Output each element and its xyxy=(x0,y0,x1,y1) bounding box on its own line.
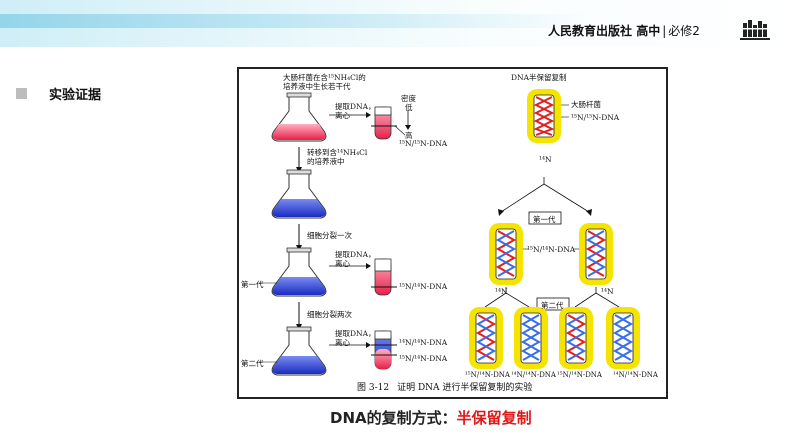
flask-gen2 xyxy=(271,326,327,376)
band-gen1-label: ¹⁵N/¹⁴N-DNA xyxy=(399,282,448,291)
extract-label-1b: 离心 xyxy=(335,111,350,120)
gen2-dna-1 xyxy=(469,307,503,369)
transfer-label-1: 转移到含¹⁴NH₄Cl xyxy=(307,148,368,157)
gen1-dna-right xyxy=(579,223,613,285)
bookshelf-logo-icon xyxy=(740,20,770,40)
banner-stripe xyxy=(0,14,590,28)
gen2-dna-3 xyxy=(559,307,593,369)
extract-label-3b: 离心 xyxy=(335,338,350,347)
figure-caption: 图 3-12 证明 DNA 进行半保留复制的实验 xyxy=(357,380,532,393)
band-gen2-a-label: ¹⁴N/¹⁴N-DNA xyxy=(399,338,448,347)
square-bullet-icon xyxy=(16,88,27,99)
figure-drawing xyxy=(259,89,640,376)
extract-label-3a: 提取DNA， xyxy=(335,329,376,338)
gen1-box-label: 第一代 xyxy=(533,215,556,224)
parent-dna xyxy=(527,89,561,143)
extract-label-1a: 提取DNA， xyxy=(335,102,376,111)
start-label-2: 培养液中生长若干代 xyxy=(283,82,351,91)
density-label: 密度 xyxy=(401,94,416,103)
publisher-separator: | xyxy=(662,24,667,38)
gen1-dna-label: ¹⁵N/¹⁴N-DNA xyxy=(527,245,576,254)
n14-right-label: ¹⁴N xyxy=(601,287,614,296)
density-high: 高 xyxy=(405,131,413,140)
experiment-figure: 大肠杆菌在含¹⁵NH₄Cl的 培养液中生长若干代 提取DNA， 离心 密度 低 … xyxy=(237,67,668,399)
header-banner: 人民教育出版社 高中|必修2 xyxy=(0,0,794,47)
tube-1 xyxy=(371,106,397,140)
gen2-dna-label-4: ¹⁴N/¹⁴N-DNA xyxy=(613,371,658,379)
tube-2 xyxy=(371,258,397,296)
conclusion-label: DNA的复制方式： xyxy=(330,409,457,427)
publisher-level: 高中 xyxy=(636,24,661,38)
publisher-name: 人民教育出版社 xyxy=(548,24,633,38)
publisher-text: 人民教育出版社 高中|必修2 xyxy=(548,22,700,39)
flask-15n xyxy=(271,92,327,142)
figure-caption-text: 证明 DNA 进行半保留复制的实验 xyxy=(397,383,533,393)
section-title: 实验证据 xyxy=(49,88,102,103)
parent-dna-label: ¹⁵N/¹⁵N-DNA xyxy=(571,113,620,122)
gen1-dna-left xyxy=(489,223,523,285)
n14-top-label: ¹⁴N xyxy=(539,155,552,164)
gen2-label: 第二代 xyxy=(241,359,264,368)
transfer-label-2: 的培养液中 xyxy=(307,157,345,166)
section-heading: 实验证据 xyxy=(16,84,101,103)
right-title: DNA半保留复制 xyxy=(511,73,567,82)
start-label-1: 大肠杆菌在含¹⁵NH₄Cl的 xyxy=(283,73,366,82)
conclusion-line: DNA的复制方式：半保留复制 xyxy=(330,407,532,428)
flask-14n xyxy=(271,169,327,219)
gen2-dna-2 xyxy=(514,307,548,369)
tube-3 xyxy=(371,330,397,370)
gen2-dna-4 xyxy=(606,307,640,369)
publisher-volume: 必修2 xyxy=(668,24,700,38)
divide-twice-label: 细胞分裂两次 xyxy=(307,310,352,319)
density-low: 低 xyxy=(405,103,413,112)
gen1-label: 第一代 xyxy=(241,280,264,289)
flask-gen1 xyxy=(271,247,327,297)
band-gen2-b-label: ¹⁵N/¹⁴N-DNA xyxy=(399,354,448,363)
gen2-dna-label-3: ¹⁵N/¹⁴N-DNA xyxy=(557,371,602,379)
figure-caption-number: 图 3-12 xyxy=(357,383,390,393)
conclusion-value: 半保留复制 xyxy=(456,409,532,427)
n14-left-label: ¹⁴N xyxy=(495,287,508,296)
gen2-dna-label-2: ¹⁴N/¹⁴N-DNA xyxy=(511,371,556,379)
extract-label-2b: 离心 xyxy=(335,259,350,268)
extract-label-2a: 提取DNA， xyxy=(335,250,376,259)
gen2-dna-label-1: ¹⁵N/¹⁴N-DNA xyxy=(465,371,510,379)
divide-once-label: 细胞分裂一次 xyxy=(307,231,352,240)
gen2-box-label: 第二代 xyxy=(541,301,564,310)
band-15n-label: ¹⁵N/¹⁵N-DNA xyxy=(399,139,448,148)
ecoli-label: 大肠杆菌 xyxy=(571,100,601,109)
